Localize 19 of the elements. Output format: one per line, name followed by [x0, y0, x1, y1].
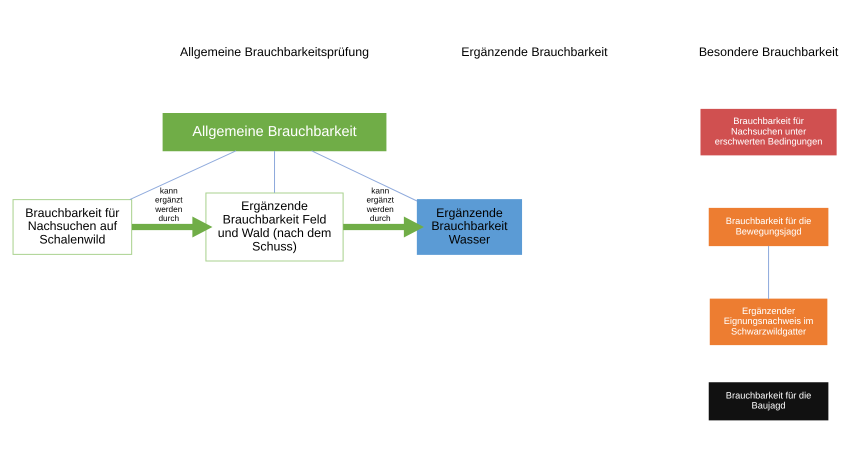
node-box: Ergänzender Eignungsnachweis im Schwarzwildgatter	[710, 298, 828, 345]
label: Besondere Brauchbarkeit	[698, 44, 838, 58]
connector	[768, 245, 770, 299]
edge-label: kann ergänzt werden durch	[366, 186, 394, 223]
node-box: Ergänzende Brauchbarkeit Feld und Wald (nach dem Schuss)	[205, 192, 344, 262]
node-box: Brauchbarkeit für Nachsuchen unter erschwerten Bedingungen	[700, 108, 837, 155]
connector	[274, 150, 276, 192]
connector	[130, 150, 236, 200]
node-box: Allgemeine Brauchbarkeit	[162, 112, 386, 151]
edge-label: kann ergänzt werden durch	[155, 186, 183, 223]
arrow	[343, 216, 424, 238]
arrow	[132, 216, 212, 238]
node-box: Brauchbarkeit für die Baujagd	[708, 382, 828, 420]
label: Allgemeine Brauchbarkeitsprüfung	[180, 44, 369, 58]
node-box: Brauchbarkeit für Nachsuchen auf Schalenwild	[12, 198, 132, 254]
node-box: Brauchbarkeit für die Bewegungsjagd	[708, 207, 828, 246]
connector	[311, 150, 418, 201]
label: Ergänzende Brauchbarkeit	[461, 44, 608, 58]
node-box: Ergänzende Brauchbarkeit Wasser	[416, 198, 522, 254]
